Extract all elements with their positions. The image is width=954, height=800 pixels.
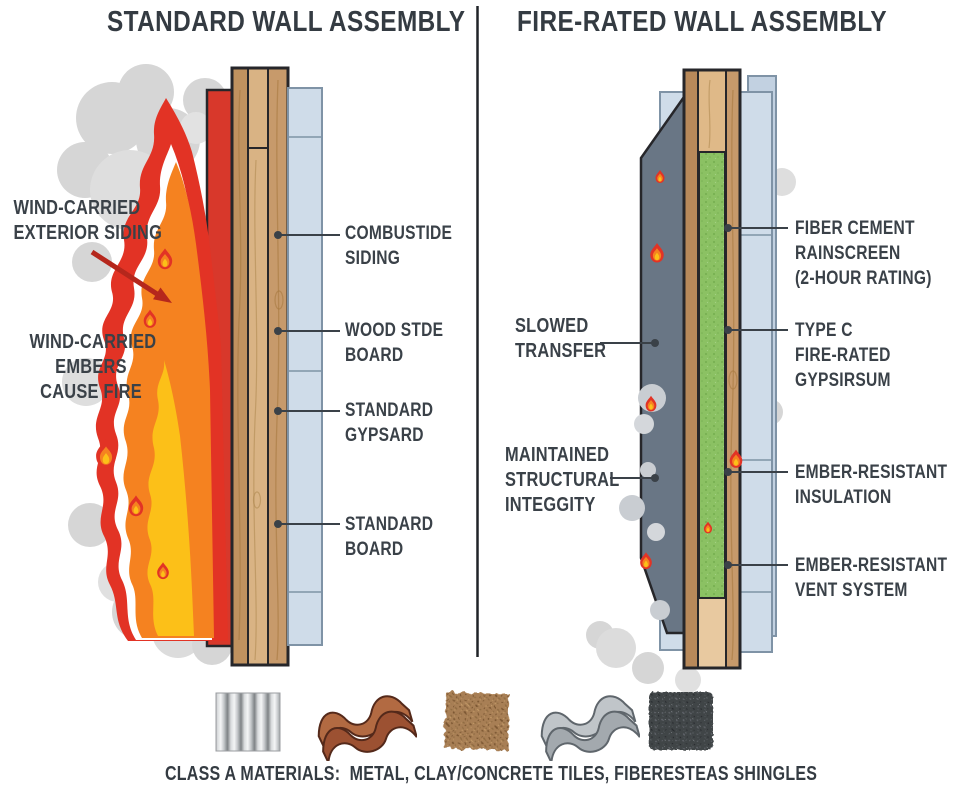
label-line: COMBUSTIDE	[345, 223, 453, 244]
right-wall-insulation-layer	[698, 151, 726, 599]
label-line: GYPSARD	[345, 425, 424, 446]
label-line: MAINTAINED	[505, 444, 610, 466]
label-line: WIND-CARRIED	[13, 197, 141, 219]
right-wall-wood-layer	[682, 68, 743, 670]
clay-tile-icon	[313, 687, 418, 767]
left-connectors	[274, 231, 340, 528]
left-wall-wood-layer	[230, 66, 290, 667]
right-panel-title: FIRE-RATED WALL ASSEMBLY	[517, 6, 888, 38]
label-line: BOARD	[345, 539, 404, 560]
label-combustible-siding: COMBUSTIDE SIDING	[345, 221, 452, 271]
label-line: STRUCTURAL	[505, 469, 620, 491]
fiber-mat-icon	[440, 688, 514, 761]
label-line: EMBER-RESISTANT	[795, 462, 948, 483]
label-line: INTEGGITY	[505, 494, 596, 516]
label-ember-resistant-vent: EMBER-RESISTANT VENT SYSTEM	[795, 553, 947, 603]
left-panel-title: STANDARD WALL ASSEMBLY	[107, 6, 466, 38]
label-line: WOOD STDE	[345, 320, 444, 341]
label-line: VENT SYSTEM	[795, 580, 908, 601]
label-line: CAUSE FIRE	[40, 381, 142, 403]
legend-caption: CLASS A MATERIALS: METAL, CLAY/CONCRETE …	[165, 763, 818, 785]
label-wind-carried-embers: WIND-CARRIED EMBERS CAUSE FIRE	[29, 330, 157, 405]
label-ember-resistant-insulation: EMBER-RESISTANT INSULATION	[795, 460, 947, 510]
label-standard-board: STANDARD BOARD	[345, 512, 433, 562]
label-wood-board: WOOD STDE BOARD	[345, 318, 443, 368]
label-line: RAINSCREEN	[795, 243, 901, 264]
right-connectors	[600, 224, 788, 569]
label-line: TYPE C	[795, 320, 853, 341]
label-line: STANDARD	[345, 400, 434, 421]
asphalt-shingle-icon	[647, 690, 715, 759]
label-standard-gypsum: STANDARD GYPSARD	[345, 398, 433, 448]
label-line: BOARD	[345, 345, 404, 366]
left-wall-gypsum-layer	[287, 87, 323, 646]
label-line: GYPSIRSUM	[795, 370, 891, 391]
label-slowed-transfer: SLOWED TRANSFER	[515, 314, 606, 364]
label-line: TRANSFER	[515, 340, 607, 362]
label-line: (2-HOUR RATING)	[795, 268, 932, 289]
label-line: SIDING	[345, 248, 401, 269]
label-line: EXTERIOR SIDING	[13, 222, 163, 244]
right-wall-rainscreen-layer	[619, 93, 686, 635]
flames-art	[95, 98, 228, 641]
wind-arrow	[90, 249, 172, 303]
label-fiber-cement-rainscreen: FIBER CEMENT RAINSCREEN (2-HOUR RATING)	[795, 216, 932, 291]
label-maintained-structural-integrity: MAINTAINED STRUCTURAL INTEGGITY	[505, 443, 620, 518]
label-line: INSULATION	[795, 487, 892, 508]
right-wall-gypsum-layer	[739, 75, 777, 653]
label-line: FIRE-RATED	[795, 345, 891, 366]
label-wind-carried-exterior-siding: WIND-CARRIED EXTERIOR SIDING	[13, 196, 163, 246]
label-line: SLOWED	[515, 315, 589, 337]
label-line: EMBER-RESISTANT	[795, 555, 948, 576]
concrete-tile-icon	[536, 687, 641, 767]
label-line: EMBERS	[55, 356, 127, 378]
label-type-c-gypsum: TYPE C FIRE-RATED GYPSIRSUM	[795, 318, 891, 393]
label-line: STANDARD	[345, 514, 434, 535]
label-line: WIND-CARRIED	[29, 331, 157, 353]
corrugated-metal-icon	[214, 691, 282, 758]
label-line: FIBER CEMENT	[795, 218, 915, 239]
